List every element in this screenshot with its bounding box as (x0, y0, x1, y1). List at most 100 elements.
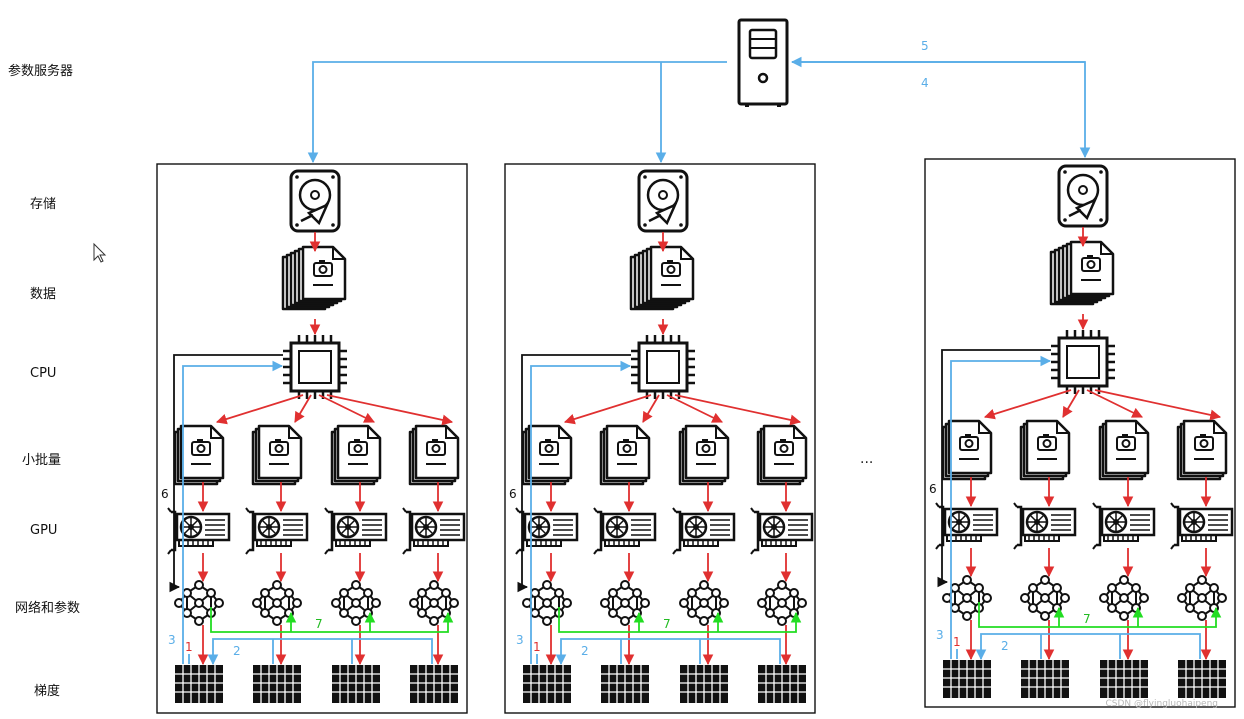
gradient-aggregate-arrow (207, 638, 433, 666)
step-2-label: 2 (233, 644, 241, 658)
step-3-label: 3 (168, 633, 176, 647)
gpu-card-icon (323, 506, 388, 556)
step-4-label: 4 (921, 76, 929, 90)
cpu-to-minibatch-arrow (674, 394, 802, 426)
neural-network-icon (331, 580, 381, 626)
image-file-icon (410, 426, 458, 484)
step-1-label: 1 (185, 640, 193, 654)
gpu-card-icon (749, 506, 814, 556)
gpu-card-icon (671, 506, 736, 556)
image-file-icon (680, 426, 728, 484)
neural-network-icon (1177, 575, 1227, 621)
worker-machine-box (156, 163, 468, 714)
gradient-grid-icon (409, 664, 459, 704)
gpu-card-icon (244, 506, 309, 556)
cpu-to-minibatch-arrow (215, 394, 304, 425)
sync-cpu-to-network-arrow (937, 349, 1051, 588)
step-6-label: 6 (161, 487, 169, 501)
hard-drive-icon (289, 169, 341, 233)
gpu-card-icon (1012, 501, 1077, 551)
label-data: 数据 (30, 287, 57, 302)
gpu-card-icon (934, 501, 999, 551)
sync-cpu-to-network-arrow (517, 354, 631, 593)
watermark: CSDN @flyingluohaipeng (1105, 699, 1218, 709)
worker-machine-box (924, 158, 1236, 708)
gradient-to-cpu-arrow (530, 360, 632, 664)
gradient-aggregate-arrow (555, 638, 781, 666)
cpu-chip-icon (281, 333, 349, 401)
image-file-icon (1051, 242, 1113, 304)
gradient-grid-icon (942, 659, 992, 699)
step-7-label: 7 (663, 617, 671, 631)
param-broadcast-arrow (978, 602, 1222, 628)
cpu-to-minibatch-arrow (1086, 389, 1143, 418)
cpu-to-minibatch-arrow (563, 394, 652, 425)
ellipsis-label: ... (860, 451, 873, 467)
neural-network-icon (757, 580, 807, 626)
hard-drive-icon (637, 169, 689, 233)
server-to-worker-1-arrow (307, 61, 727, 164)
cpu-to-minibatch-arrow (294, 394, 312, 423)
worker-machine-box (504, 163, 816, 714)
gradient-grid-icon (1020, 659, 1070, 699)
cursor-icon (93, 242, 107, 263)
cpu-to-minibatch-arrow (1094, 389, 1222, 421)
image-file-icon (601, 426, 649, 484)
image-file-icon (1100, 421, 1148, 479)
step-2-label: 2 (581, 644, 589, 658)
image-file-icon (332, 426, 380, 484)
step-6-label: 6 (509, 487, 517, 501)
cpu-to-minibatch-arrow (318, 394, 375, 423)
hard-drive-icon (1057, 164, 1109, 228)
gpu-card-icon (514, 506, 579, 556)
step-7-label: 7 (1083, 612, 1091, 626)
gradient-to-cpu-arrow (182, 360, 284, 664)
gradient-grid-icon (174, 664, 224, 704)
gradient-grid-icon (1099, 659, 1149, 699)
step-1-label: 1 (953, 635, 961, 649)
step-3-label: 3 (516, 633, 524, 647)
gpu-card-icon (166, 506, 231, 556)
label-network-params: 网络和参数 (15, 601, 81, 616)
neural-network-icon (600, 580, 650, 626)
gradient-to-cpu-arrow (950, 355, 1052, 659)
cpu-chip-icon (1049, 328, 1117, 396)
gpu-card-icon (592, 506, 657, 556)
cpu-to-minibatch-arrow (983, 389, 1072, 420)
cpu-to-minibatch-arrow (326, 394, 454, 426)
step-5-label: 5 (921, 39, 929, 53)
server-icon (737, 18, 789, 109)
label-gradient: 梯度 (34, 684, 61, 699)
cpu-to-minibatch-arrow (666, 394, 723, 423)
image-file-icon (1178, 421, 1226, 479)
label-minibatch: 小批量 (22, 453, 62, 468)
neural-network-icon (679, 580, 729, 626)
cpu-chip-icon (629, 333, 697, 401)
image-file-icon (1021, 421, 1069, 479)
cpu-to-minibatch-arrow (642, 394, 660, 423)
step-1-label: 1 (533, 640, 541, 654)
server-to-worker-3-arrow (792, 61, 1091, 159)
gradient-grid-icon (679, 664, 729, 704)
gpu-card-icon (1169, 501, 1234, 551)
label-storage: 存储 (30, 197, 57, 212)
neural-network-icon (409, 580, 459, 626)
neural-network-icon (1020, 575, 1070, 621)
gradient-grid-icon (1177, 659, 1227, 699)
image-file-icon (253, 426, 301, 484)
neural-network-icon (1099, 575, 1149, 621)
gradient-grid-icon (522, 664, 572, 704)
sync-cpu-to-network-arrow (169, 354, 283, 593)
param-broadcast-arrow (210, 607, 454, 633)
gpu-card-icon (1091, 501, 1156, 551)
label-gpu: GPU (30, 523, 58, 538)
step-2-label: 2 (1001, 639, 1009, 653)
neural-network-icon (252, 580, 302, 626)
step-3-label: 3 (936, 628, 944, 642)
label-cpu: CPU (30, 366, 57, 381)
gradient-grid-icon (600, 664, 650, 704)
image-file-icon (758, 426, 806, 484)
gradient-grid-icon (252, 664, 302, 704)
image-file-icon (631, 247, 693, 309)
